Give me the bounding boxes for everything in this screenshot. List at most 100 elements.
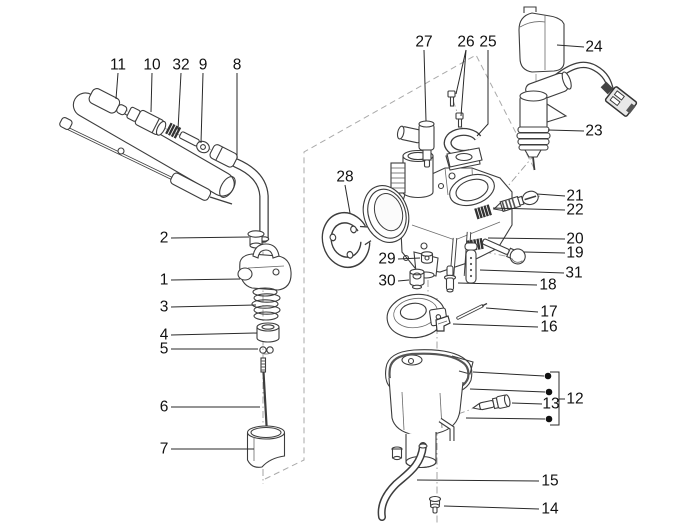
carb-top-cover-1 [237,243,292,291]
leader-line-11 [115,72,119,100]
needle-retainer-4 [256,322,280,343]
group12-bullet-2 [545,415,553,423]
float-pin-17 [456,302,488,320]
dashed-boundary [264,54,536,480]
part-label-16: 16 [540,319,557,336]
clamp-25 [443,127,483,168]
cable-sheath-tube [72,92,236,198]
part-label-5: 5 [160,341,169,358]
part-label-21: 21 [566,188,583,205]
leader-line-28 [344,184,351,214]
main-jet-30 [409,268,425,290]
leader-line-27 [423,49,427,122]
leader-line-25 [476,50,489,137]
part-label-22: 22 [566,202,583,219]
leader-line-15 [416,479,540,482]
part-label-30: 30 [378,273,396,290]
slide-spring-3 [251,287,281,321]
group12-leader-2 [465,417,546,420]
part-label-29: 29 [378,251,395,268]
rubber-cap-24 [518,6,565,73]
leader-line-29 [397,257,421,260]
leader-line-4 [170,332,258,336]
drain-hose-15 [377,442,428,521]
fuel-valve-13 [471,394,511,411]
part-label-14: 14 [541,501,559,518]
emulsion-tube-31 [464,242,478,284]
part-label-26: 26 [457,34,474,51]
valve-clip-16 [435,315,451,332]
leader-line-23 [547,129,585,132]
group12-bullet-0 [544,372,552,380]
cable-adjuster-10 [126,106,167,136]
screw-14 [428,495,442,514]
part-label-3: 3 [160,299,169,316]
group12-bullet-1 [545,388,553,396]
leader-line-24 [556,44,585,48]
bellmouth [362,185,410,243]
extra-leader-0 [460,49,467,117]
leader-line-18 [457,282,538,286]
part-label-25: 25 [479,34,496,51]
part-label-28: 28 [336,169,353,186]
screw-19 [481,238,526,265]
leader-line-3 [170,304,257,308]
part-label-31: 31 [565,265,582,282]
part-label-9: 9 [199,57,208,74]
leader-line-21 [536,193,566,197]
screws-26 [447,90,464,128]
part-label-23: 23 [585,123,602,140]
inner-cable [59,117,233,205]
part-label-6: 6 [160,399,169,416]
leader-line-10 [150,72,153,113]
part-label-17: 17 [540,304,557,321]
cable-guide-tube-8 [209,144,270,243]
part-label-2: 2 [160,230,169,247]
leader-line-13 [511,402,543,405]
retaining-ring-28 [321,211,379,269]
jet-29 [420,251,434,264]
jet-18 [443,265,457,293]
leader-line-32 [177,72,182,131]
part-label-8: 8 [233,57,242,74]
idle-screw-spring-22 [474,204,492,220]
part-label-13: 13 [542,396,559,413]
part-label-12: 12 [566,391,583,408]
group12-leader-0 [472,371,545,377]
part-label-7: 7 [160,441,169,458]
cable-end-barrel-11 [88,88,128,116]
leader-line-2 [170,236,250,239]
wire-connector [604,86,638,117]
leader-line-26 [455,49,467,95]
leader-line-30 [397,279,410,282]
cable-nut-9 [196,140,210,154]
electric-choke-23 [516,61,638,171]
part-label-20: 20 [566,231,584,248]
leader-line-22 [492,207,566,211]
part-label-15: 15 [541,473,558,490]
part-label-19: 19 [566,245,583,262]
leader-line-14 [443,505,540,510]
leader-line-1 [170,278,241,281]
leader-line-31 [479,269,565,274]
part-label-1: 1 [160,272,169,289]
part-label-10: 10 [143,57,161,74]
leader-line-20 [487,237,566,240]
idle-screw-21 [492,190,539,213]
leader-line-16 [452,323,539,328]
needle-clip-5 [259,346,274,355]
part-label-18: 18 [539,277,556,294]
leader-line-9 [200,72,204,144]
part-label-32: 32 [172,57,189,74]
float-bowl [385,349,474,469]
float-16-group [386,293,448,339]
part-label-27: 27 [415,34,432,51]
group12-leader-1 [469,388,546,393]
part-label-11: 11 [110,57,126,74]
leader-line-19 [523,251,566,254]
leader-line-17 [485,307,539,313]
part-label-24: 24 [585,39,603,56]
